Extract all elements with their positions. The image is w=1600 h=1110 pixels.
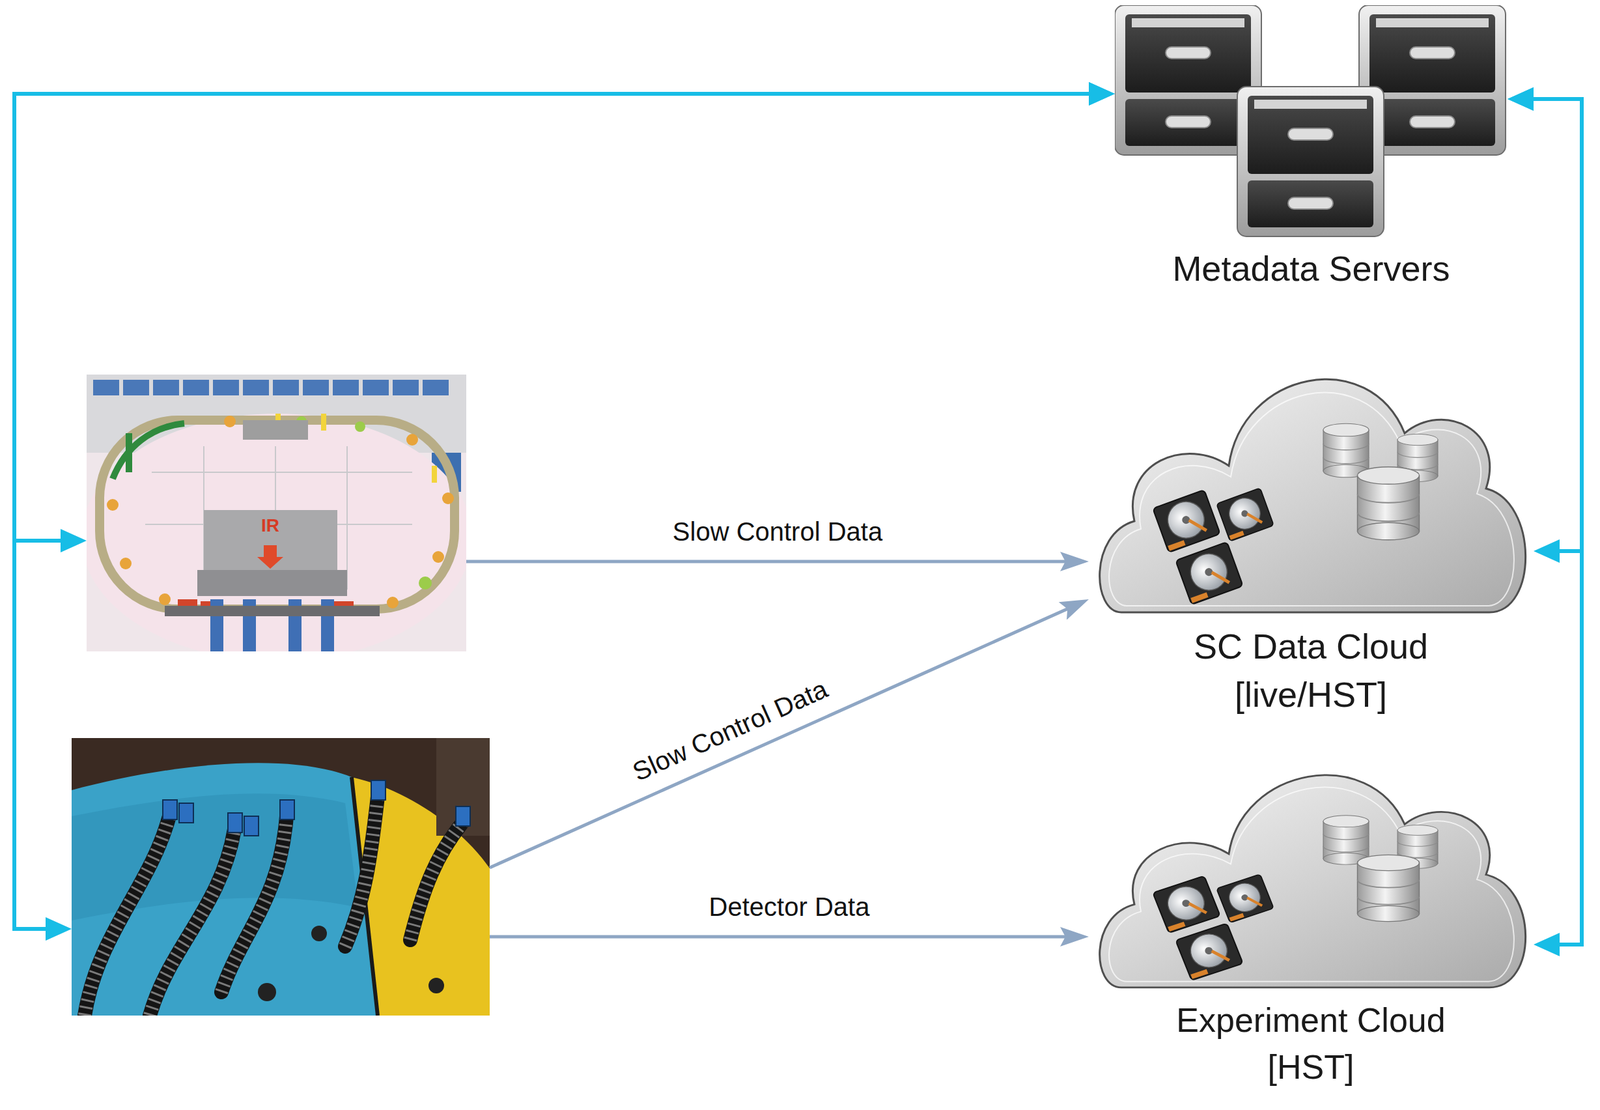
- metadata-link: [14, 93, 1102, 541]
- edge-label: Slow Control Data: [628, 673, 832, 786]
- edge-label: Detector Data: [709, 892, 871, 921]
- node-label: SC Data Cloud [live/HST]: [1167, 622, 1455, 719]
- cloud-storage-icon: [1088, 726, 1534, 994]
- node-label: IR: [250, 516, 290, 535]
- detector-photo: [71, 737, 490, 1016]
- accelerator-image: IR: [86, 374, 467, 652]
- data-flow-arrow: [466, 560, 1075, 564]
- metadata-link: [1520, 98, 1582, 945]
- metadata-link: [1520, 98, 1582, 551]
- detector-image: [71, 737, 490, 1016]
- accelerator-rendering: [86, 374, 467, 652]
- experiment-cloud: Experiment Cloud [HST]: [1088, 726, 1534, 1095]
- node-label: Experiment Cloud [HST]: [1141, 996, 1481, 1091]
- cloud-storage-icon: [1088, 325, 1534, 619]
- file-cabinet-icon: [1114, 5, 1508, 240]
- edge-label: Slow Control Data: [672, 517, 883, 546]
- sc-data-cloud: SC Data Cloud [live/HST]: [1088, 325, 1534, 721]
- metadata-server-group: Metadata Servers: [1114, 5, 1508, 305]
- data-flow-arrow: [489, 604, 1076, 868]
- metadata-link: [14, 93, 1102, 929]
- node-label: Metadata Servers: [1114, 247, 1508, 290]
- data-flow-arrow: [489, 935, 1075, 939]
